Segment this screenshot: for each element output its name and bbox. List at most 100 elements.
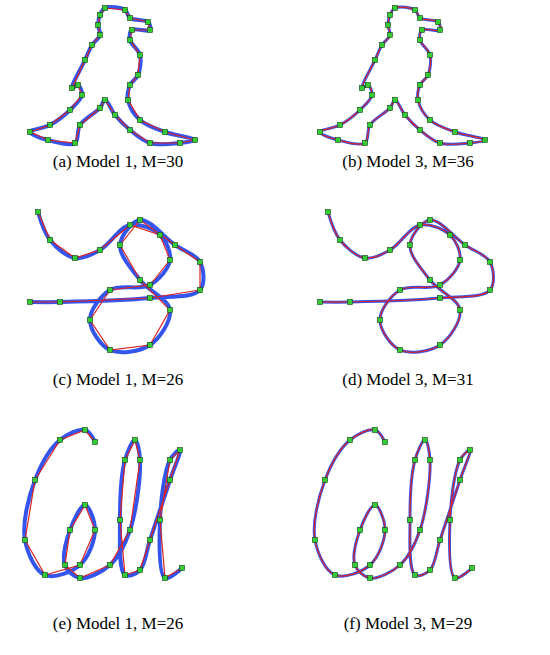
control-point — [193, 138, 198, 143]
control-point — [128, 223, 133, 228]
control-point — [413, 8, 418, 13]
control-point — [48, 123, 53, 128]
curve-panel — [28, 6, 198, 146]
control-point — [418, 223, 423, 228]
control-point — [73, 256, 78, 261]
control-point — [418, 528, 423, 533]
control-point — [108, 348, 113, 353]
control-point — [453, 130, 458, 135]
control-point — [408, 243, 413, 248]
panel-caption: (f) Model 3, M=29 — [344, 614, 473, 634]
data-curve — [30, 7, 195, 144]
control-point — [148, 141, 153, 146]
fit-curve — [30, 8, 195, 143]
control-point — [118, 518, 123, 523]
control-point — [383, 440, 388, 445]
control-point — [113, 113, 118, 118]
control-point — [380, 43, 385, 48]
control-point — [448, 233, 453, 238]
control-point — [148, 343, 153, 348]
control-point — [393, 98, 398, 103]
control-point — [43, 573, 48, 578]
control-point — [448, 518, 453, 523]
control-point — [348, 438, 353, 443]
control-point — [180, 566, 185, 571]
control-point — [373, 58, 378, 63]
control-point — [130, 28, 135, 33]
control-point — [398, 563, 403, 568]
control-point — [488, 288, 493, 293]
control-point — [103, 98, 108, 103]
control-point — [73, 141, 78, 146]
control-point — [360, 86, 365, 91]
control-point — [468, 141, 473, 146]
control-point — [83, 58, 88, 63]
control-point — [198, 260, 203, 265]
control-point — [370, 93, 375, 98]
control-point — [138, 118, 143, 123]
control-point — [386, 23, 391, 28]
control-point — [313, 538, 318, 543]
curve-panel — [318, 6, 488, 146]
control-point — [68, 528, 73, 533]
control-point — [123, 458, 128, 463]
control-point — [318, 130, 323, 135]
control-point — [163, 130, 168, 135]
control-point — [418, 128, 423, 133]
control-point — [128, 16, 133, 21]
control-point — [388, 248, 393, 253]
control-point — [428, 568, 433, 573]
control-point — [158, 518, 163, 523]
control-point — [373, 428, 378, 433]
control-point — [348, 300, 353, 305]
control-point — [366, 83, 371, 88]
control-point — [458, 458, 463, 463]
control-point — [23, 538, 28, 543]
control-point — [403, 113, 408, 118]
control-point — [453, 576, 458, 581]
control-point — [198, 288, 203, 293]
control-point — [168, 308, 173, 313]
control-point — [338, 238, 343, 243]
control-point — [123, 573, 128, 578]
control-point — [358, 528, 363, 533]
control-point — [388, 33, 393, 38]
panel-caption: (c) Model 1, M=26 — [53, 370, 183, 390]
data-curve — [320, 7, 485, 144]
curve-panel — [318, 210, 494, 353]
control-point — [428, 458, 433, 463]
control-point — [158, 233, 163, 238]
control-point — [138, 458, 143, 463]
control-point — [398, 288, 403, 293]
control-point — [353, 563, 358, 568]
control-point — [413, 458, 418, 463]
control-point — [123, 8, 128, 13]
control-point — [363, 256, 368, 261]
control-point — [168, 478, 173, 483]
control-point — [98, 106, 103, 111]
control-point — [88, 318, 93, 323]
control-point — [78, 576, 83, 581]
control-point — [458, 258, 463, 263]
curve-panel — [313, 428, 475, 581]
control-point — [458, 308, 463, 313]
control-point — [118, 243, 123, 248]
data-curve — [30, 212, 203, 352]
panel-caption: (b) Model 3, M=36 — [342, 152, 473, 172]
control-point — [318, 300, 323, 305]
control-point — [470, 566, 475, 571]
control-point — [90, 43, 95, 48]
fit-curve — [314, 430, 472, 579]
control-point — [438, 141, 443, 146]
control-point — [78, 123, 83, 128]
control-point — [326, 210, 331, 215]
control-point — [336, 138, 341, 143]
control-point — [108, 288, 113, 293]
control-point — [420, 28, 425, 33]
control-point — [463, 243, 468, 248]
control-point — [378, 318, 383, 323]
panel-caption: (e) Model 1, M=26 — [53, 614, 183, 634]
control-point — [68, 108, 73, 113]
control-point — [36, 210, 41, 215]
